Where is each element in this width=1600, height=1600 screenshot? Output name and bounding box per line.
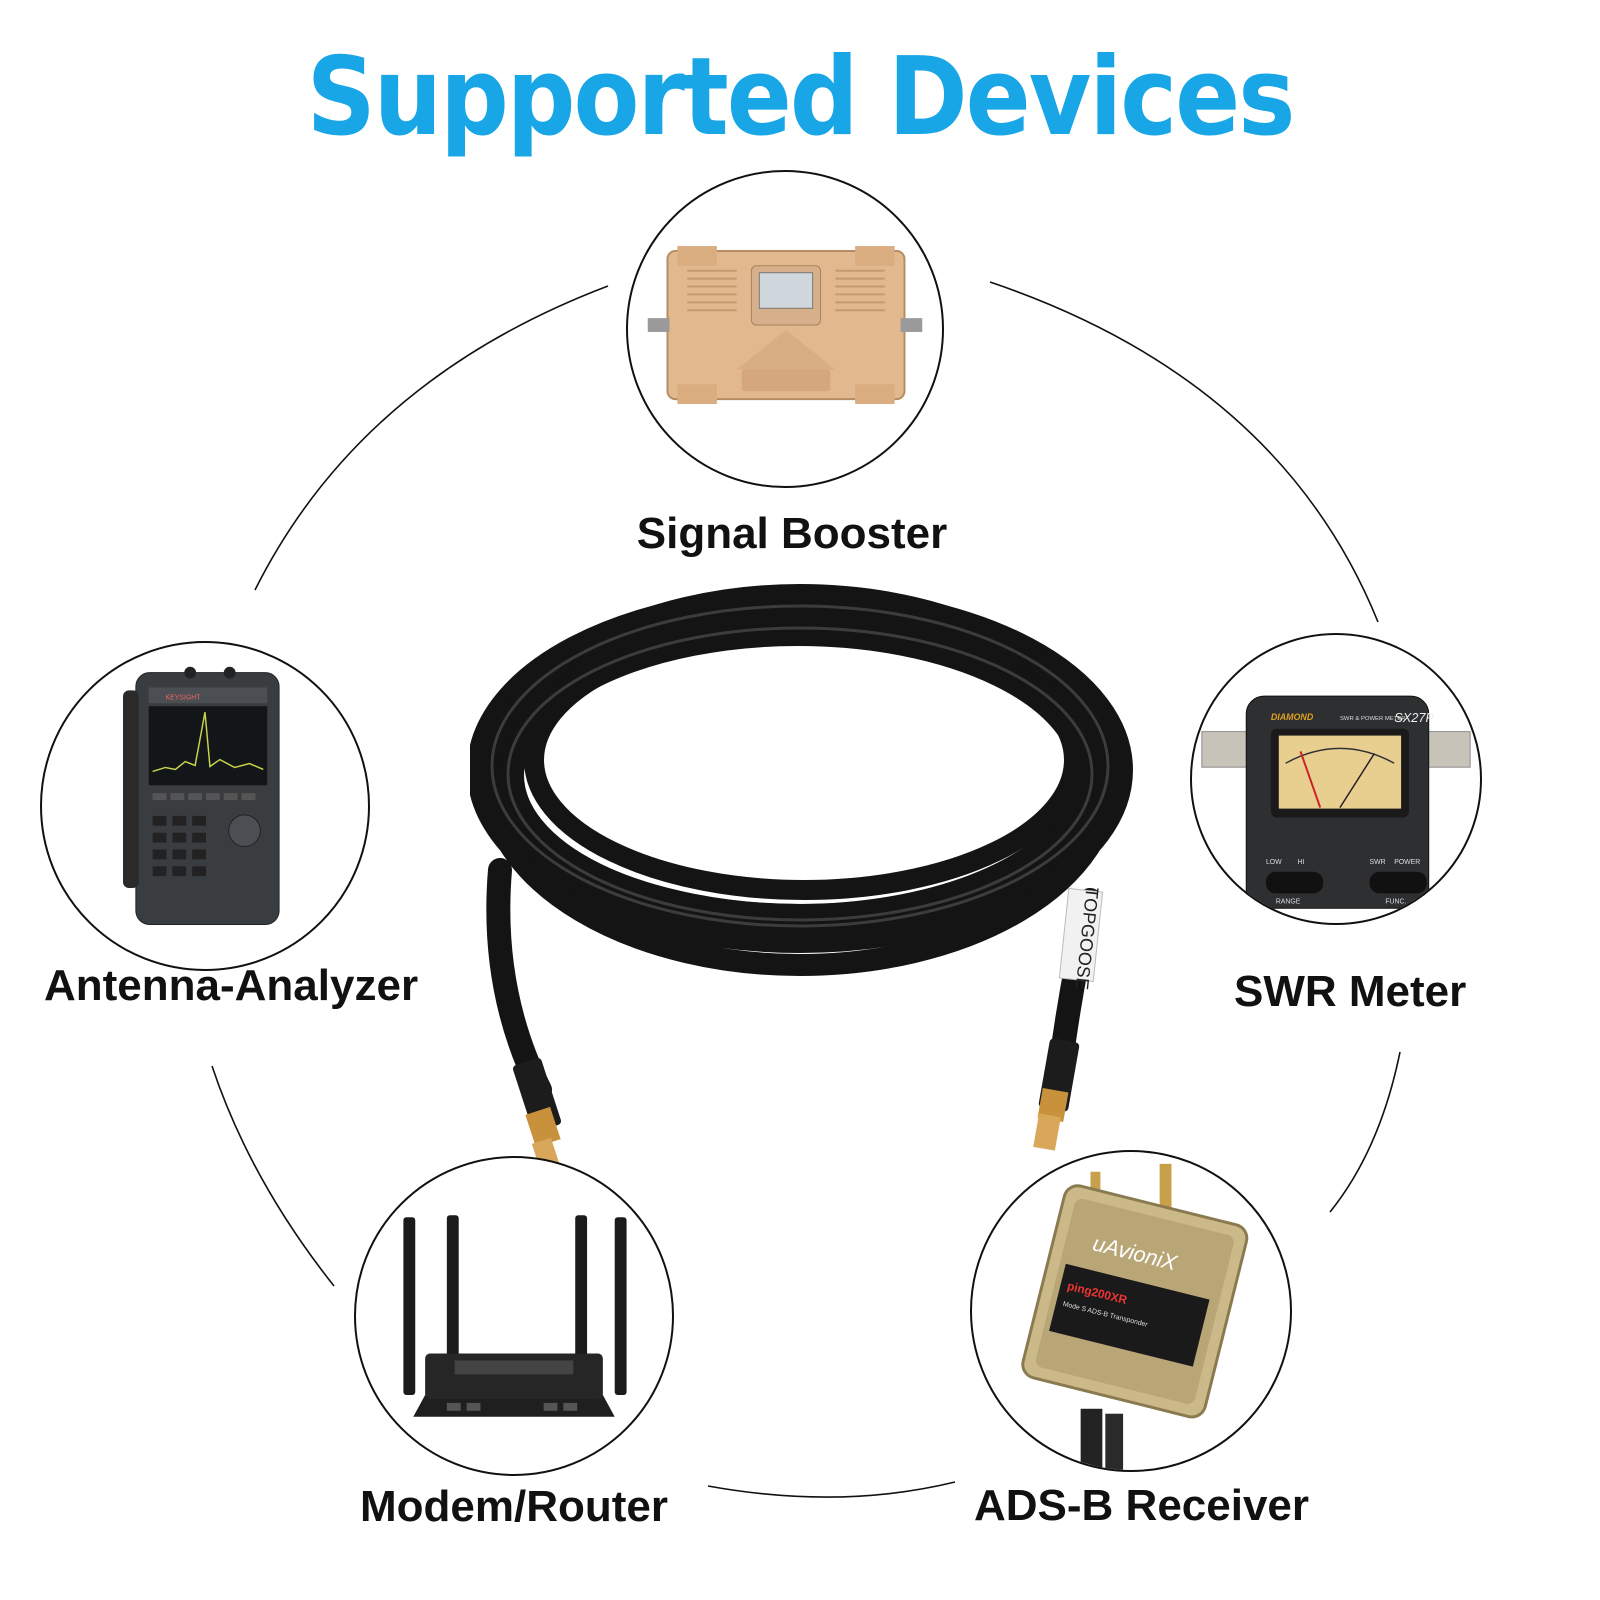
signal-booster-label: Signal Booster [636, 509, 948, 558]
arc-booster-analyzer [254, 285, 609, 591]
analyzer-brand-text: KEYSIGHT [165, 694, 201, 701]
swr-model-text: SX27P [1394, 710, 1434, 725]
coaxial-cable-icon: TOPGOOSE [470, 584, 1133, 1173]
arc-swr-adsb [1329, 1051, 1401, 1213]
swr-meter-circle: DIAMOND SWR & POWER METER SX27P LOW HI S… [1190, 633, 1482, 925]
swr-range-text: RANGE [1276, 898, 1301, 905]
swr-caption-text: SWR & POWER METER [1340, 716, 1406, 722]
ads-b-receiver-circle: uAvioniX ping200XR Mode S ADS-B Transpon… [970, 1150, 1292, 1472]
page-title: Supported Devices [306, 34, 1296, 160]
antenna-analyzer-circle: KEYSIGHT [40, 641, 370, 971]
router-label: Modem/Router [360, 1482, 668, 1531]
swr-brand-text: DIAMOND [1271, 712, 1314, 722]
signal-booster-circle [626, 170, 944, 488]
antenna-analyzer-label: Antenna-Analyzer [44, 961, 419, 1010]
antenna-analyzer-icon: KEYSIGHT [123, 666, 280, 926]
swr-hi-text: HI [1298, 859, 1305, 866]
router-icon [403, 1215, 627, 1417]
swr-func-text: FUNC. [1385, 898, 1406, 905]
swr-meter-icon: DIAMOND SWR & POWER METER SX27P LOW HI S… [1201, 695, 1471, 909]
ads-b-receiver-label: ADS-B Receiver [974, 1481, 1310, 1530]
ads-b-receiver-icon: uAvioniX ping200XR Mode S ADS-B Transpon… [1021, 1163, 1249, 1470]
router-circle [354, 1156, 674, 1476]
swr-low-text: LOW [1266, 859, 1282, 866]
swr-meter-label: SWR Meter [1234, 967, 1467, 1016]
signal-booster-icon [647, 246, 923, 405]
swr-swr-text: SWR [1370, 859, 1386, 866]
arc-router-adsb [707, 1481, 956, 1498]
arc-booster-swr [989, 281, 1379, 623]
swr-power-text: POWER [1394, 859, 1420, 866]
arc-analyzer-router [211, 1065, 335, 1287]
